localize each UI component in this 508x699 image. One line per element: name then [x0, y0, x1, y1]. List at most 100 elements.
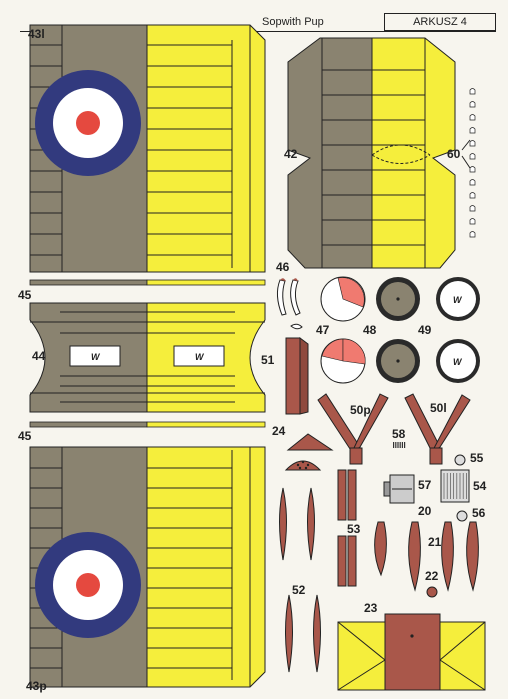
part-54-radiator[interactable]: 54 [440, 469, 487, 503]
leader-line [461, 139, 471, 151]
center-section-44[interactable]: W W 44 [29, 302, 266, 413]
tyre-hub [396, 359, 400, 363]
floor-center [384, 613, 441, 691]
center-ribs [60, 311, 235, 403]
strips-53[interactable]: 53 [337, 469, 361, 587]
tailplane-olive [287, 37, 373, 269]
wing-yellow-half [146, 24, 266, 273]
tab [469, 205, 476, 212]
strut-pair-46[interactable]: 46 [276, 260, 303, 330]
floor-diagonal [439, 621, 486, 661]
box-face [285, 337, 301, 415]
part-23-floor[interactable]: 23 [337, 601, 486, 691]
part-number-52: 52 [292, 583, 306, 597]
part-number-45: 45 [18, 429, 32, 443]
tab [469, 140, 476, 147]
radiator-grille [443, 473, 467, 499]
comb-tooth [399, 442, 401, 448]
wheels-49[interactable]: W W 49 [418, 277, 480, 383]
part-number-58: 58 [392, 427, 406, 441]
tab [469, 88, 476, 95]
small-oval-part [290, 323, 303, 330]
strut [313, 594, 321, 673]
part-number-44: 44 [32, 349, 46, 363]
strip-45-bottom[interactable]: 45 [18, 421, 266, 443]
tab [469, 218, 476, 225]
part-22-hub[interactable]: 22 [425, 569, 439, 598]
comb-tooth [401, 442, 403, 448]
gear [456, 510, 468, 522]
comb-tooth [395, 442, 397, 448]
part-number-54: 54 [473, 479, 487, 493]
cowl-holes [296, 460, 310, 470]
tailplane-yellow [371, 37, 456, 269]
strut-cap [293, 278, 298, 281]
cap [454, 454, 466, 466]
part-number-23: 23 [364, 601, 378, 615]
tailplane[interactable]: 42 [284, 37, 456, 269]
part-number-42: 42 [284, 147, 298, 161]
v-strut-50p[interactable]: 50p [317, 393, 389, 465]
part-number-53: 53 [347, 522, 361, 536]
wheel-discs-47[interactable]: 47 [316, 276, 366, 384]
floor-diagonal [337, 621, 386, 661]
part-51-box[interactable]: 51 [261, 337, 309, 415]
strut [307, 487, 315, 561]
wheel-disc-segment [342, 338, 366, 365]
blade [408, 521, 421, 592]
cowl-top [286, 433, 334, 451]
wheel-disc-segment [337, 277, 365, 308]
part-number-47: 47 [316, 323, 330, 337]
strip-45-top[interactable]: 45 [18, 279, 266, 302]
wheel-face [440, 343, 476, 379]
strip [337, 469, 347, 521]
lower-wing-right[interactable]: 43p [26, 446, 266, 693]
v-strut-50l[interactable]: 50l [404, 393, 471, 465]
wheel-face [440, 281, 476, 317]
strut [279, 487, 287, 561]
tab [469, 127, 476, 134]
tab [469, 153, 476, 160]
part-55[interactable]: 55 [454, 451, 484, 466]
part-number-24: 24 [272, 424, 286, 438]
tyres-48[interactable]: 48 [363, 277, 420, 383]
v-strut-base [429, 447, 443, 465]
part-58[interactable]: 58 [392, 427, 406, 448]
part-56[interactable]: 56 [456, 506, 486, 522]
part-number-46: 46 [276, 260, 290, 274]
strut [290, 279, 301, 316]
strut-cap [280, 278, 286, 281]
wheel-marking: W [453, 357, 463, 367]
part-number-49: 49 [418, 323, 432, 337]
floor-diagonal [337, 659, 386, 691]
v-strut-base [349, 447, 363, 465]
tyre-hub [396, 297, 400, 301]
strut [285, 594, 293, 673]
tab [469, 192, 476, 199]
part-number-21: 21 [428, 535, 442, 549]
tailplane-ribs [322, 69, 425, 246]
part-number-43l: 43l [28, 27, 45, 41]
part-number-22: 22 [425, 569, 439, 583]
tab [469, 114, 476, 121]
small-tabs-60[interactable] [469, 88, 476, 238]
tab [469, 101, 476, 108]
tab [469, 166, 476, 173]
upper-wing-left[interactable]: 43l [28, 24, 266, 273]
struts-52[interactable]: 52 [279, 487, 321, 673]
part-number-51: 51 [261, 353, 275, 367]
wing-yellow-half [146, 446, 266, 688]
part-57-engine[interactable]: 57 [383, 474, 432, 504]
comb-tooth [404, 442, 406, 448]
tab [469, 179, 476, 186]
floor-hole [410, 634, 414, 638]
header-rule [20, 31, 496, 32]
propeller-blades-20-21[interactable]: 20 21 [374, 504, 479, 592]
comb-tooth [393, 442, 395, 448]
cowl-bottom [284, 460, 322, 471]
part-number-45: 45 [18, 288, 32, 302]
white-panel-left [69, 345, 121, 367]
part-24-cowl[interactable]: 24 [272, 424, 334, 471]
leader-line [461, 155, 471, 169]
